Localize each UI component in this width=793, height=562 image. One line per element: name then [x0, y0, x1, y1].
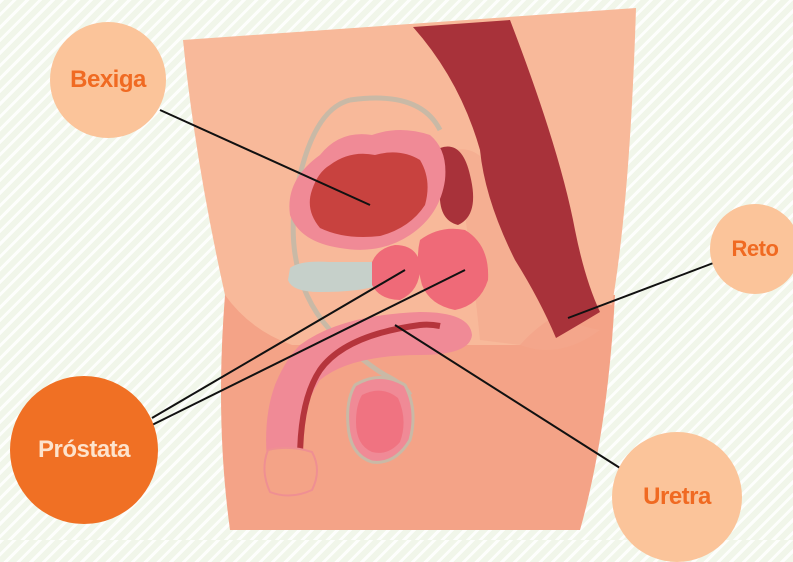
label-uretra-text: Uretra — [643, 483, 711, 511]
label-uretra: Uretra — [612, 432, 742, 562]
pubic-bone — [288, 262, 383, 292]
glans — [264, 448, 317, 496]
label-bexiga-text: Bexiga — [70, 66, 146, 94]
label-prostata: Próstata — [10, 376, 158, 524]
label-reto: Reto — [710, 204, 793, 294]
label-reto-text: Reto — [732, 236, 779, 262]
label-bexiga: Bexiga — [50, 22, 166, 138]
label-prostata-text: Próstata — [38, 436, 130, 464]
testis — [356, 391, 404, 453]
